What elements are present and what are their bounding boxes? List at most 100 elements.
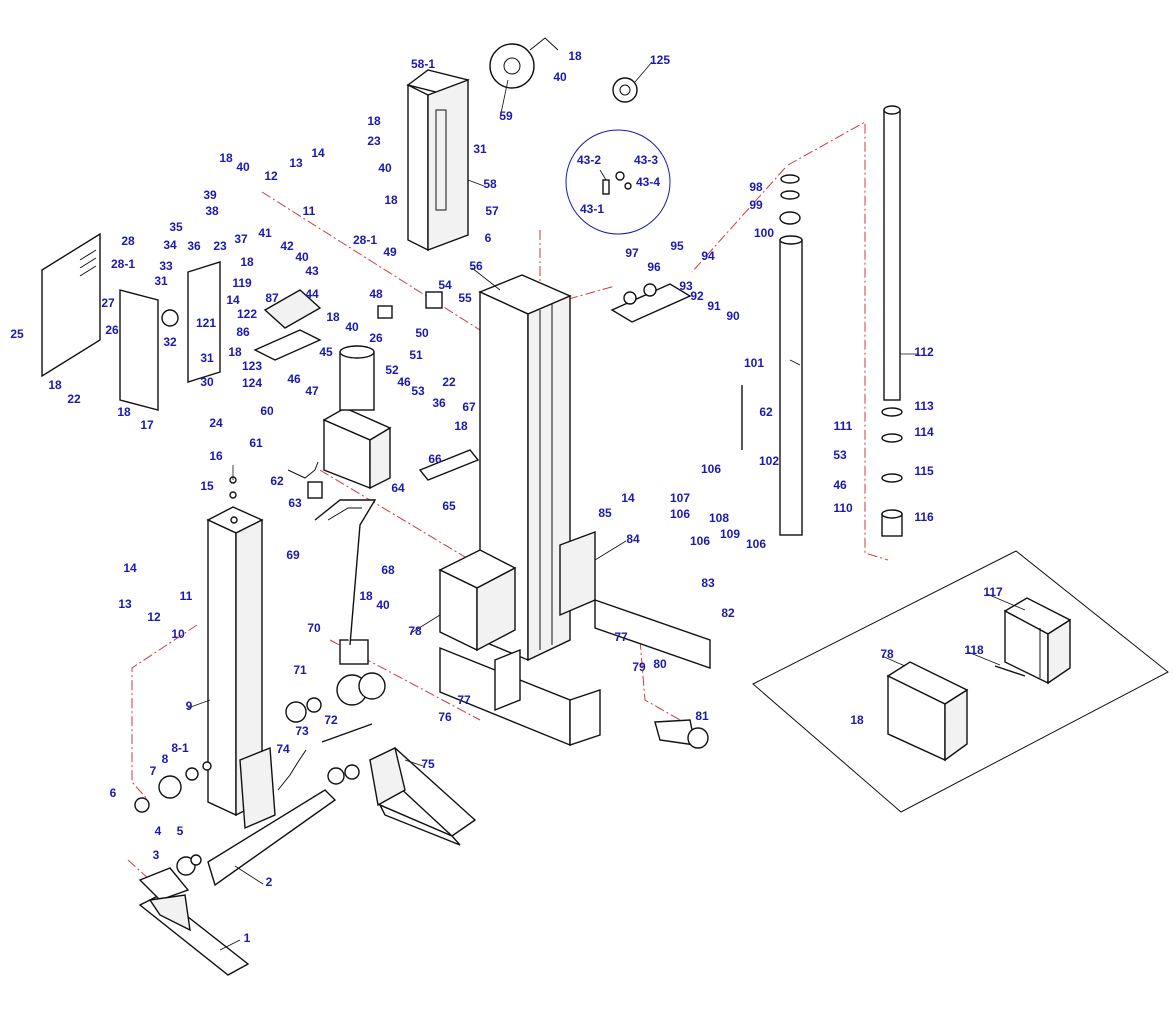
callout-57: 57 bbox=[485, 204, 499, 218]
callout-36: 36 bbox=[187, 239, 201, 253]
callout-36b: 36 bbox=[432, 396, 446, 410]
cable-118 bbox=[994, 665, 1026, 677]
guide-control-panel bbox=[261, 191, 481, 331]
callout-50: 50 bbox=[415, 326, 429, 340]
callout-24: 24 bbox=[209, 416, 223, 430]
callout-78a: 78 bbox=[408, 624, 422, 638]
callout-65: 65 bbox=[442, 499, 456, 513]
callout-40e: 40 bbox=[553, 70, 567, 84]
callout-107: 107 bbox=[670, 491, 690, 505]
callout-9: 9 bbox=[186, 699, 193, 713]
callout-68: 68 bbox=[381, 563, 395, 577]
wheel-72b bbox=[344, 764, 360, 780]
top-bracket-58 bbox=[406, 69, 470, 252]
callout-40a: 40 bbox=[236, 160, 250, 174]
guide-handle bbox=[319, 469, 471, 561]
pump-70 bbox=[336, 639, 386, 706]
callout-91: 91 bbox=[707, 299, 721, 313]
callout-106a: 106 bbox=[701, 462, 721, 476]
callout-116: 116 bbox=[914, 510, 934, 524]
callout-72: 72 bbox=[324, 713, 338, 727]
cylinder-101 bbox=[779, 235, 803, 536]
callout-96: 96 bbox=[647, 260, 661, 274]
callout-47: 47 bbox=[305, 384, 319, 398]
callout-18k: 18 bbox=[384, 193, 398, 207]
callout-45: 45 bbox=[319, 345, 333, 359]
front-leg-1 bbox=[138, 867, 250, 976]
cover-25 bbox=[41, 232, 101, 378]
callout-63: 63 bbox=[288, 496, 302, 510]
guide-cylinder-arm bbox=[691, 167, 786, 273]
callout-18l: 18 bbox=[850, 713, 864, 727]
callout-46a: 46 bbox=[287, 372, 301, 386]
callout-92: 92 bbox=[690, 289, 704, 303]
callout-25: 25 bbox=[10, 327, 24, 341]
callout-51: 51 bbox=[409, 348, 423, 362]
ring-113 bbox=[881, 407, 903, 417]
callout-84: 84 bbox=[626, 532, 640, 546]
ring-99 bbox=[780, 190, 800, 200]
callout-95: 95 bbox=[670, 239, 684, 253]
callout-5: 5 bbox=[177, 824, 184, 838]
callout-83: 83 bbox=[701, 576, 715, 590]
callout-71: 71 bbox=[293, 663, 307, 677]
callout-44: 44 bbox=[305, 287, 319, 301]
callout-10: 10 bbox=[171, 627, 185, 641]
caster-81 bbox=[654, 719, 709, 749]
callout-46b: 46 bbox=[397, 375, 411, 389]
connector-125 bbox=[612, 77, 638, 103]
callout-69: 69 bbox=[286, 548, 300, 562]
callout-39: 39 bbox=[203, 188, 217, 202]
callout-31c: 31 bbox=[473, 142, 487, 156]
guide-leg bbox=[127, 859, 151, 881]
callout-59: 59 bbox=[499, 109, 513, 123]
axle-72 bbox=[321, 723, 373, 743]
lift-column-9 bbox=[206, 506, 264, 817]
callout-56: 56 bbox=[469, 259, 483, 273]
callout-11: 11 bbox=[180, 589, 193, 603]
callout-119: 119 bbox=[232, 276, 252, 290]
callout-18j: 18 bbox=[367, 114, 381, 128]
cap-8-1 bbox=[202, 761, 212, 771]
callout-18h: 18 bbox=[359, 589, 373, 603]
callout-109: 109 bbox=[720, 527, 740, 541]
callout-87: 87 bbox=[265, 291, 279, 305]
callout-123: 123 bbox=[242, 359, 262, 373]
callout-52: 52 bbox=[385, 363, 399, 377]
callout-97: 97 bbox=[625, 246, 639, 260]
callout-114: 114 bbox=[914, 425, 934, 439]
callout-58-1: 58-1 bbox=[411, 57, 435, 71]
callout-86: 86 bbox=[236, 325, 250, 339]
callout-31b: 31 bbox=[200, 351, 214, 365]
callout-18a: 18 bbox=[117, 405, 131, 419]
callout-28: 28 bbox=[121, 234, 135, 248]
callout-23a: 23 bbox=[213, 239, 227, 253]
callout-122: 122 bbox=[237, 307, 257, 321]
ring-114 bbox=[881, 433, 903, 443]
relay-48 bbox=[377, 305, 393, 319]
callout-67: 67 bbox=[462, 400, 476, 414]
callout-110: 110 bbox=[833, 501, 853, 515]
callout-27: 27 bbox=[101, 296, 115, 310]
callout-37: 37 bbox=[234, 232, 248, 246]
callout-31a: 31 bbox=[154, 274, 168, 288]
battery-box-78-platform bbox=[886, 661, 969, 762]
callout-53a: 53 bbox=[411, 384, 425, 398]
callout-18d: 18 bbox=[219, 151, 233, 165]
callout-11b: 11 bbox=[303, 204, 316, 218]
callout-125: 125 bbox=[650, 53, 670, 67]
callout-34: 34 bbox=[163, 238, 177, 252]
callout-111: 111 bbox=[834, 419, 853, 433]
front-leg-75 bbox=[368, 746, 477, 846]
callout-28-1a: 28-1 bbox=[111, 257, 135, 271]
callout-22b: 22 bbox=[442, 375, 456, 389]
bearing-4 bbox=[190, 854, 202, 866]
callout-73: 73 bbox=[295, 724, 309, 738]
guide-caster bbox=[639, 639, 681, 721]
callout-40c: 40 bbox=[345, 320, 359, 334]
callout-113: 113 bbox=[914, 399, 934, 413]
piston-116 bbox=[881, 509, 903, 537]
callout-54: 54 bbox=[438, 278, 452, 292]
callout-70: 70 bbox=[307, 621, 321, 635]
